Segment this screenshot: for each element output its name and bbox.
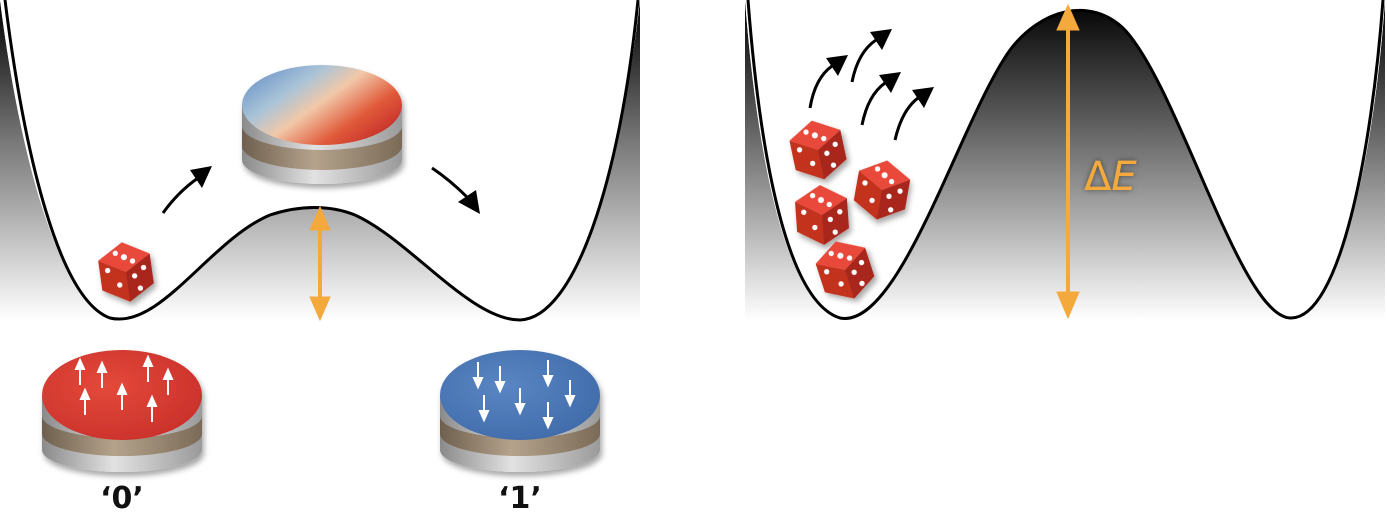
state-zero-magnet [42,350,202,472]
transition-arrow-up [161,166,212,214]
state-one-magnet [440,350,600,472]
thermal-arrowheads [826,29,934,108]
transition-arrow-down [431,166,480,214]
barrier-white-mask [745,0,1385,319]
spin-up-arrows [74,354,174,422]
state-one-label: ‘1’ [498,481,542,516]
energy-barrier-arrow [1056,3,1080,320]
single-well-panel: ΔE [745,0,1385,320]
barrier-height-arrow [309,205,331,322]
double-well-panel: ‘0’ ‘1’ [0,0,640,516]
spin-down-arrows [472,360,576,430]
barrier-fill [745,0,1385,320]
double-well-curve [3,0,640,322]
mixed-state-magnet [242,65,402,184]
energy-barrier-label: ΔE [1084,154,1137,200]
thermal-arrows [808,38,919,141]
state-zero-label: ‘0’ [100,481,144,516]
